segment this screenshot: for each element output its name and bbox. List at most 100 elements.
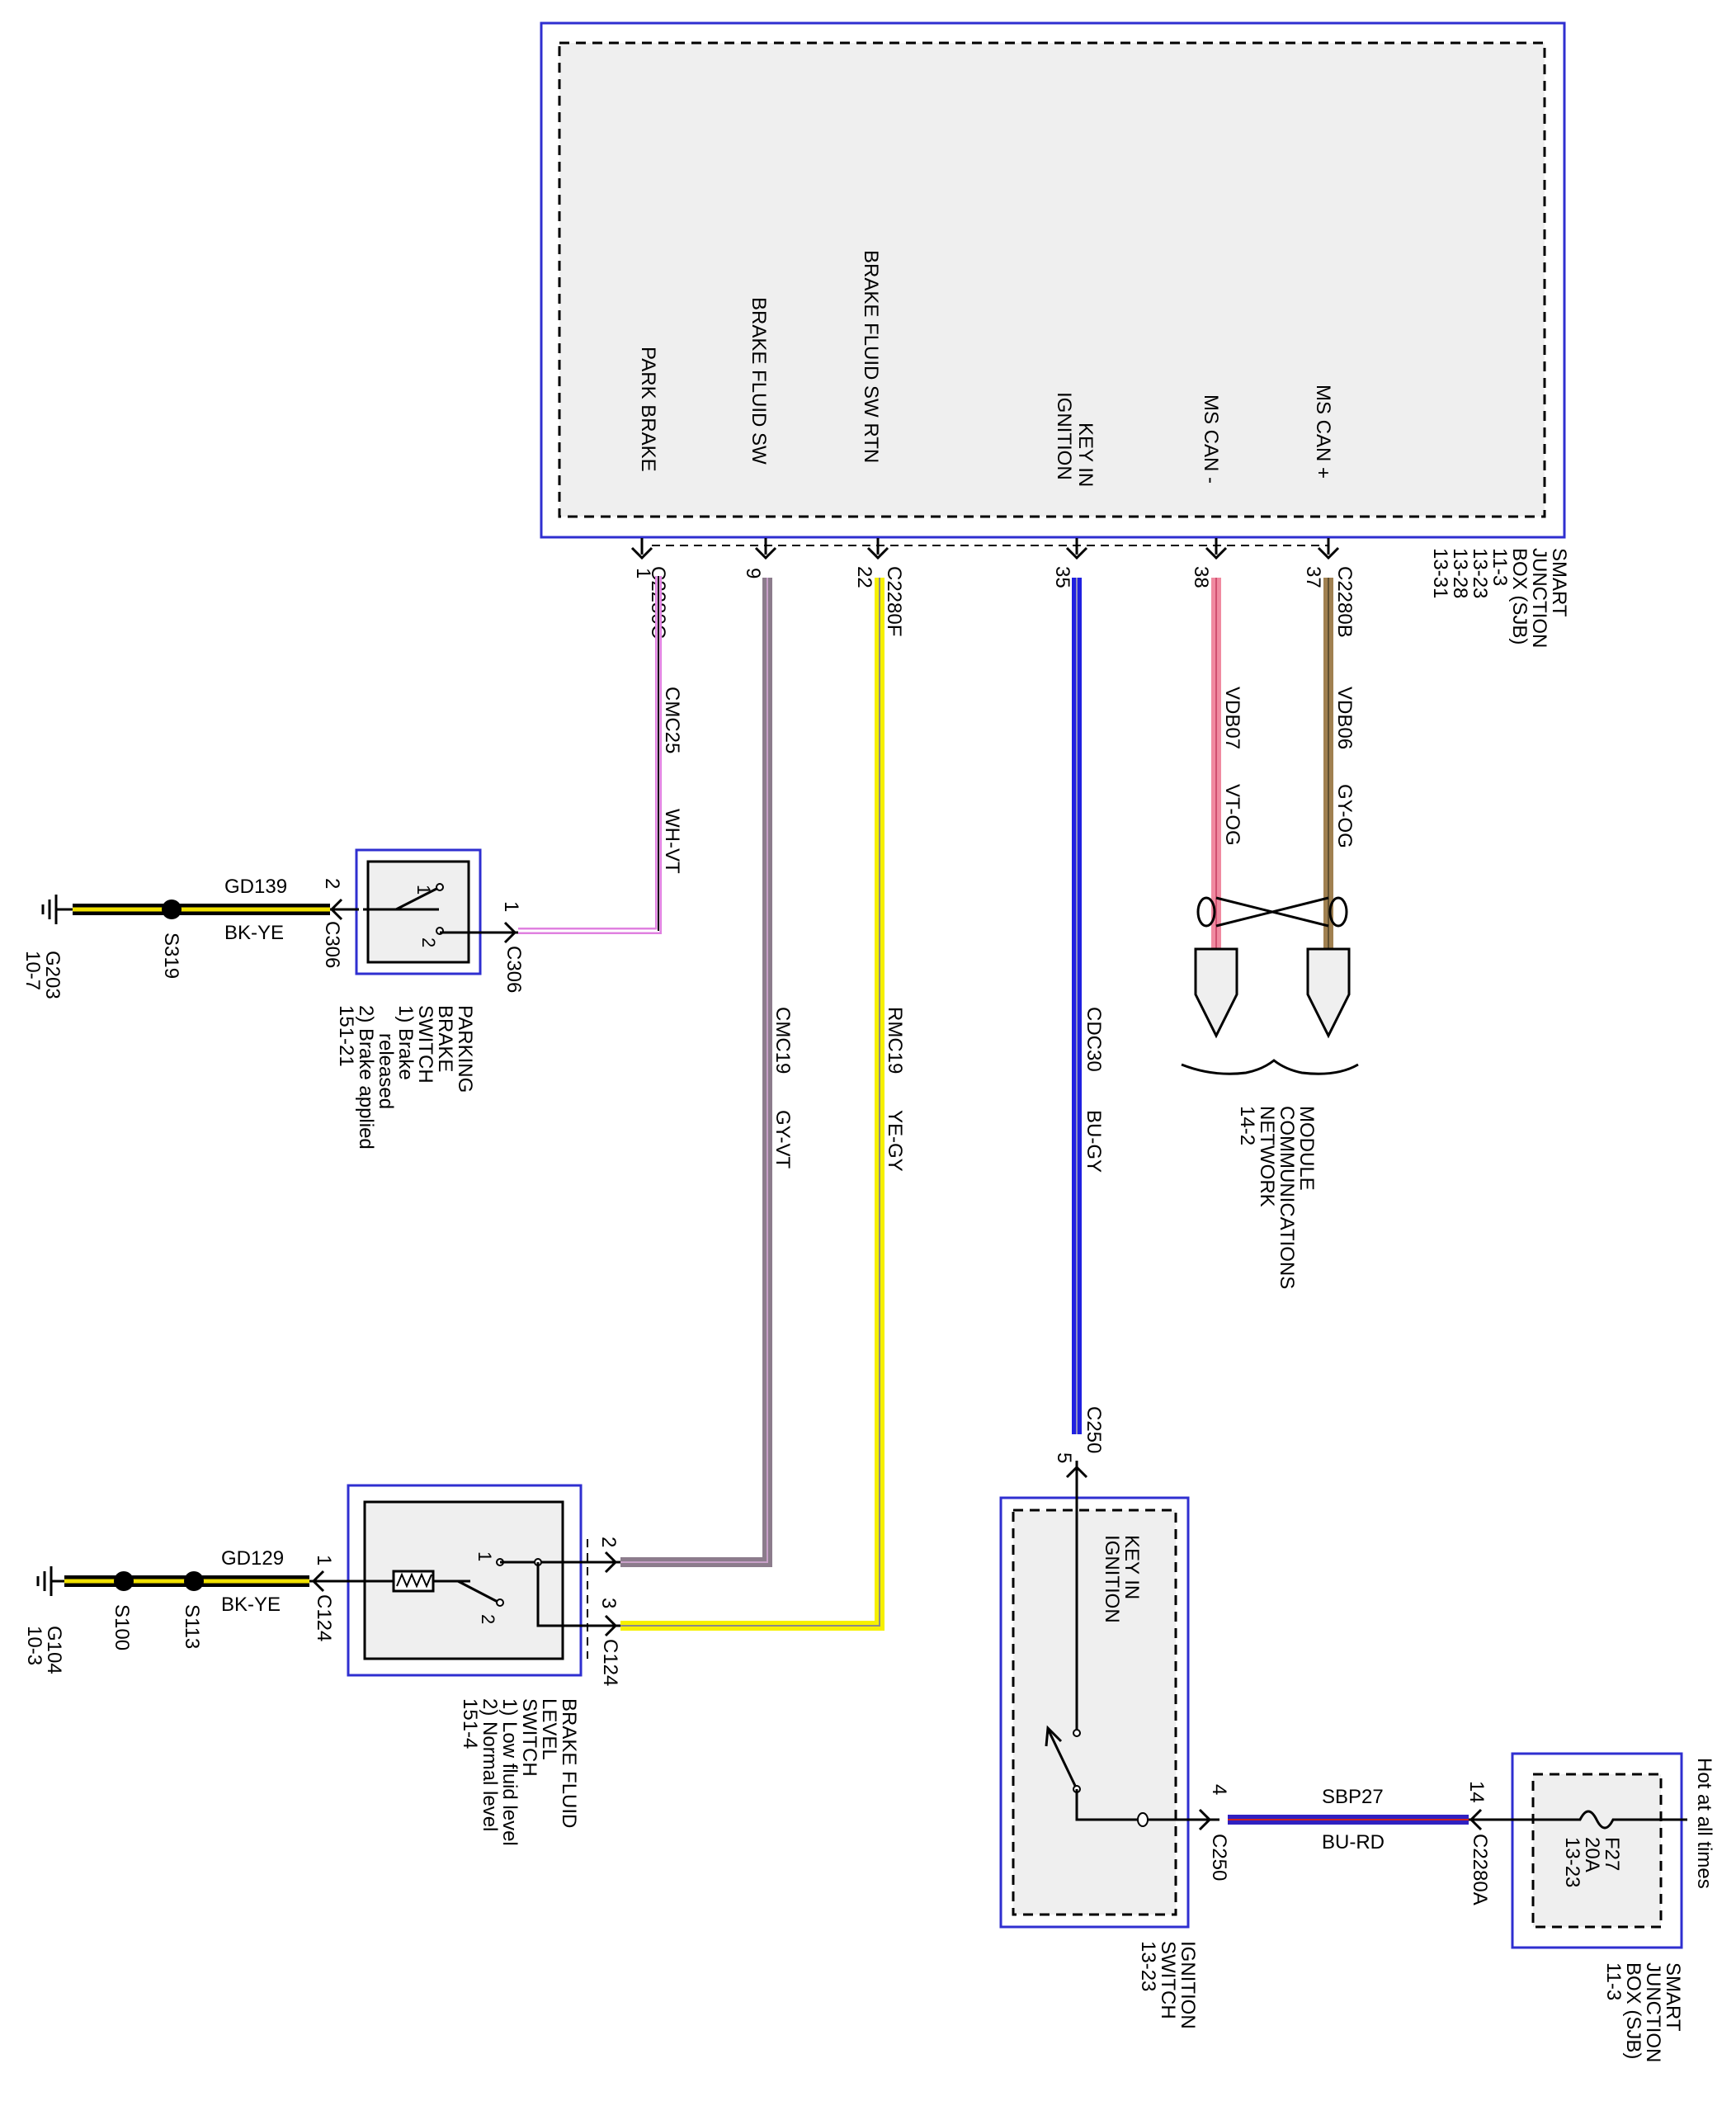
wire-can-minus-color: VT-OG — [1221, 784, 1243, 846]
svg-text:13-23: 13-23 — [1469, 548, 1491, 598]
svg-text:2) Brake applied: 2) Brake applied — [355, 1005, 377, 1150]
parking-ground-circuit: GD139 — [224, 876, 287, 898]
ignition-connector-right: C250 — [1208, 1834, 1230, 1881]
ground-g203-symbol — [41, 895, 73, 924]
parking-connector-right: C306 — [502, 946, 525, 993]
brake-contact-2: 2 — [478, 1614, 498, 1624]
ignition-inner-ignition: IGNITION — [1101, 1535, 1123, 1623]
svg-text:13-23: 13-23 — [1561, 1837, 1583, 1887]
svg-text:COMMUNICATIONS: COMMUNICATIONS — [1276, 1106, 1298, 1289]
brake-pin-1-arrow — [309, 1570, 338, 1593]
sjb-fuse-pin-arrow — [1469, 1808, 1498, 1831]
ignition-switch-name: IGNITION SWITCH 13-23 — [1137, 1941, 1199, 2029]
splice-s113 — [184, 1571, 204, 1591]
pin-number-38: 38 — [1190, 566, 1212, 588]
wire-power-circuit: SBP27 — [1322, 1786, 1384, 1808]
ignition-pin-4-arrow — [1188, 1808, 1219, 1831]
wire-park-brake: CMC25 WH-VT — [518, 576, 683, 934]
sjb-fuse-title: SMART JUNCTION BOX (SJB) 11-3 — [1602, 1962, 1684, 2062]
ignition-body — [1012, 1509, 1177, 1916]
wire-can-minus-circuit: VDB07 — [1221, 687, 1243, 749]
parking-brake-switch: 1 2 1 C306 2 C306 PARKING BRAKE SWITCH 1… — [21, 848, 525, 1150]
parking-ground-color: BK-YE — [224, 922, 284, 944]
parking-connector-left: C306 — [321, 921, 343, 968]
sjb-fuse-body — [1531, 1773, 1663, 1929]
network-terminator-can-plus — [1306, 947, 1351, 1039]
brake-ground-circuit: GD129 — [221, 1547, 284, 1570]
pin-arrow-38 — [1205, 538, 1228, 560]
sjb-main-body — [558, 41, 1546, 518]
svg-text:BRAKE: BRAKE — [434, 1005, 456, 1072]
brake-pin-2-arrow — [594, 1551, 620, 1574]
svg-text:BOX (SJB): BOX (SJB) — [1508, 548, 1531, 645]
svg-text:released: released — [375, 1033, 397, 1109]
splice-s100-label: S100 — [111, 1604, 133, 1650]
parking-pin-2: 2 — [321, 878, 343, 889]
svg-text:20A: 20A — [1581, 1837, 1603, 1872]
wire-brake-rtn-color: YE-GY — [884, 1110, 906, 1172]
ignition-frame — [999, 1496, 1190, 1929]
splice-s113-label: S113 — [181, 1604, 203, 1649]
svg-text:1) Brake: 1) Brake — [394, 1005, 417, 1080]
sjb-fuse-pin: 14 — [1465, 1781, 1488, 1803]
pin-number-5: 5 — [1053, 1452, 1075, 1463]
brake-pin-2: 2 — [597, 1537, 620, 1547]
connector-c2280f: C2280F — [883, 566, 905, 636]
svg-text:IGNITION: IGNITION — [1177, 1941, 1199, 2029]
svg-text:MODULE: MODULE — [1295, 1106, 1318, 1191]
svg-text:SWITCH: SWITCH — [414, 1005, 436, 1084]
pin-label-park-brake: PARK BRAKE — [637, 347, 659, 472]
svg-text:13-23: 13-23 — [1137, 1941, 1159, 1991]
parking-pin-1: 1 — [500, 901, 522, 912]
parking-brake-name: PARKING BRAKE SWITCH 1) Brake released 2… — [335, 1005, 476, 1150]
svg-text:LEVEL: LEVEL — [538, 1698, 560, 1760]
wire-brake-rtn-circuit: RMC19 — [884, 1007, 906, 1074]
svg-text:NETWORK: NETWORK — [1256, 1106, 1278, 1207]
sjb-main-module: PARK BRAKE BRAKE FLUID SW BRAKE FLUID SW… — [540, 21, 1570, 648]
splice-s319-label: S319 — [160, 933, 182, 979]
sjb-main-frame — [540, 21, 1566, 539]
wire-can-plus-circuit: VDB06 — [1333, 687, 1356, 749]
parking-brake-frame — [355, 848, 482, 975]
brake-ground-color: BK-YE — [221, 1594, 281, 1616]
wire-key-color: BU-GY — [1083, 1110, 1105, 1173]
svg-text:BOX (SJB): BOX (SJB) — [1622, 1962, 1644, 2059]
ground-g203-ref: 10-7 — [21, 951, 44, 990]
svg-text:BRAKE FLUID: BRAKE FLUID — [558, 1698, 580, 1828]
svg-text:JUNCTION: JUNCTION — [1642, 1962, 1664, 2062]
svg-text:1) Low fluid level: 1) Low fluid level — [498, 1698, 521, 1846]
sjb-fuse-frame — [1511, 1752, 1683, 1949]
wire-ms-can-minus: VDB07 VT-OG — [1211, 578, 1243, 949]
pin-arrow-9 — [754, 538, 777, 560]
pin-number-9: 9 — [742, 568, 764, 578]
pin-number-22: 22 — [853, 566, 875, 588]
pin-label-brake-fluid-sw-rtn: BRAKE FLUID SW RTN — [860, 250, 882, 463]
ignition-inner-key-in: KEY IN — [1120, 1535, 1143, 1599]
brake-connector-right: C124 — [599, 1639, 621, 1686]
pin-label-ignition: IGNITION — [1053, 392, 1075, 480]
twisted-pair-symbol — [1196, 896, 1348, 928]
wire-key-circuit: CDC30 — [1083, 1007, 1105, 1072]
svg-text:2) Normal level: 2) Normal level — [479, 1698, 501, 1831]
brake-pin-3-arrow — [594, 1614, 620, 1637]
wire-can-plus-color: GY-OG — [1333, 784, 1356, 848]
parking-pin-2-arrow — [329, 898, 359, 921]
parking-brake-body — [366, 860, 470, 964]
brake-pin-1: 1 — [313, 1555, 335, 1565]
svg-text:F27: F27 — [1601, 1837, 1623, 1871]
wire-park-color: WH-VT — [661, 809, 683, 874]
pin-label-ms-can-minus: MS CAN - — [1200, 394, 1222, 484]
pin-arrow-5 — [1065, 1461, 1088, 1490]
wire-power-color: BU-RD — [1322, 1831, 1385, 1853]
brake-contact-1: 1 — [474, 1551, 495, 1561]
wire-brake-sw-color: GY-VT — [771, 1110, 794, 1169]
network-brace — [1181, 1059, 1359, 1075]
pin-arrow-22 — [866, 538, 889, 560]
ground-g104-ref: 10-3 — [23, 1626, 45, 1665]
parking-contact-1: 1 — [413, 885, 434, 895]
ground-g104-symbol — [36, 1566, 64, 1596]
module-network-label: MODULE COMMUNICATIONS NETWORK 14-2 — [1236, 1106, 1318, 1289]
brake-connector-left: C124 — [313, 1594, 335, 1641]
svg-text:PARKING: PARKING — [454, 1005, 476, 1093]
